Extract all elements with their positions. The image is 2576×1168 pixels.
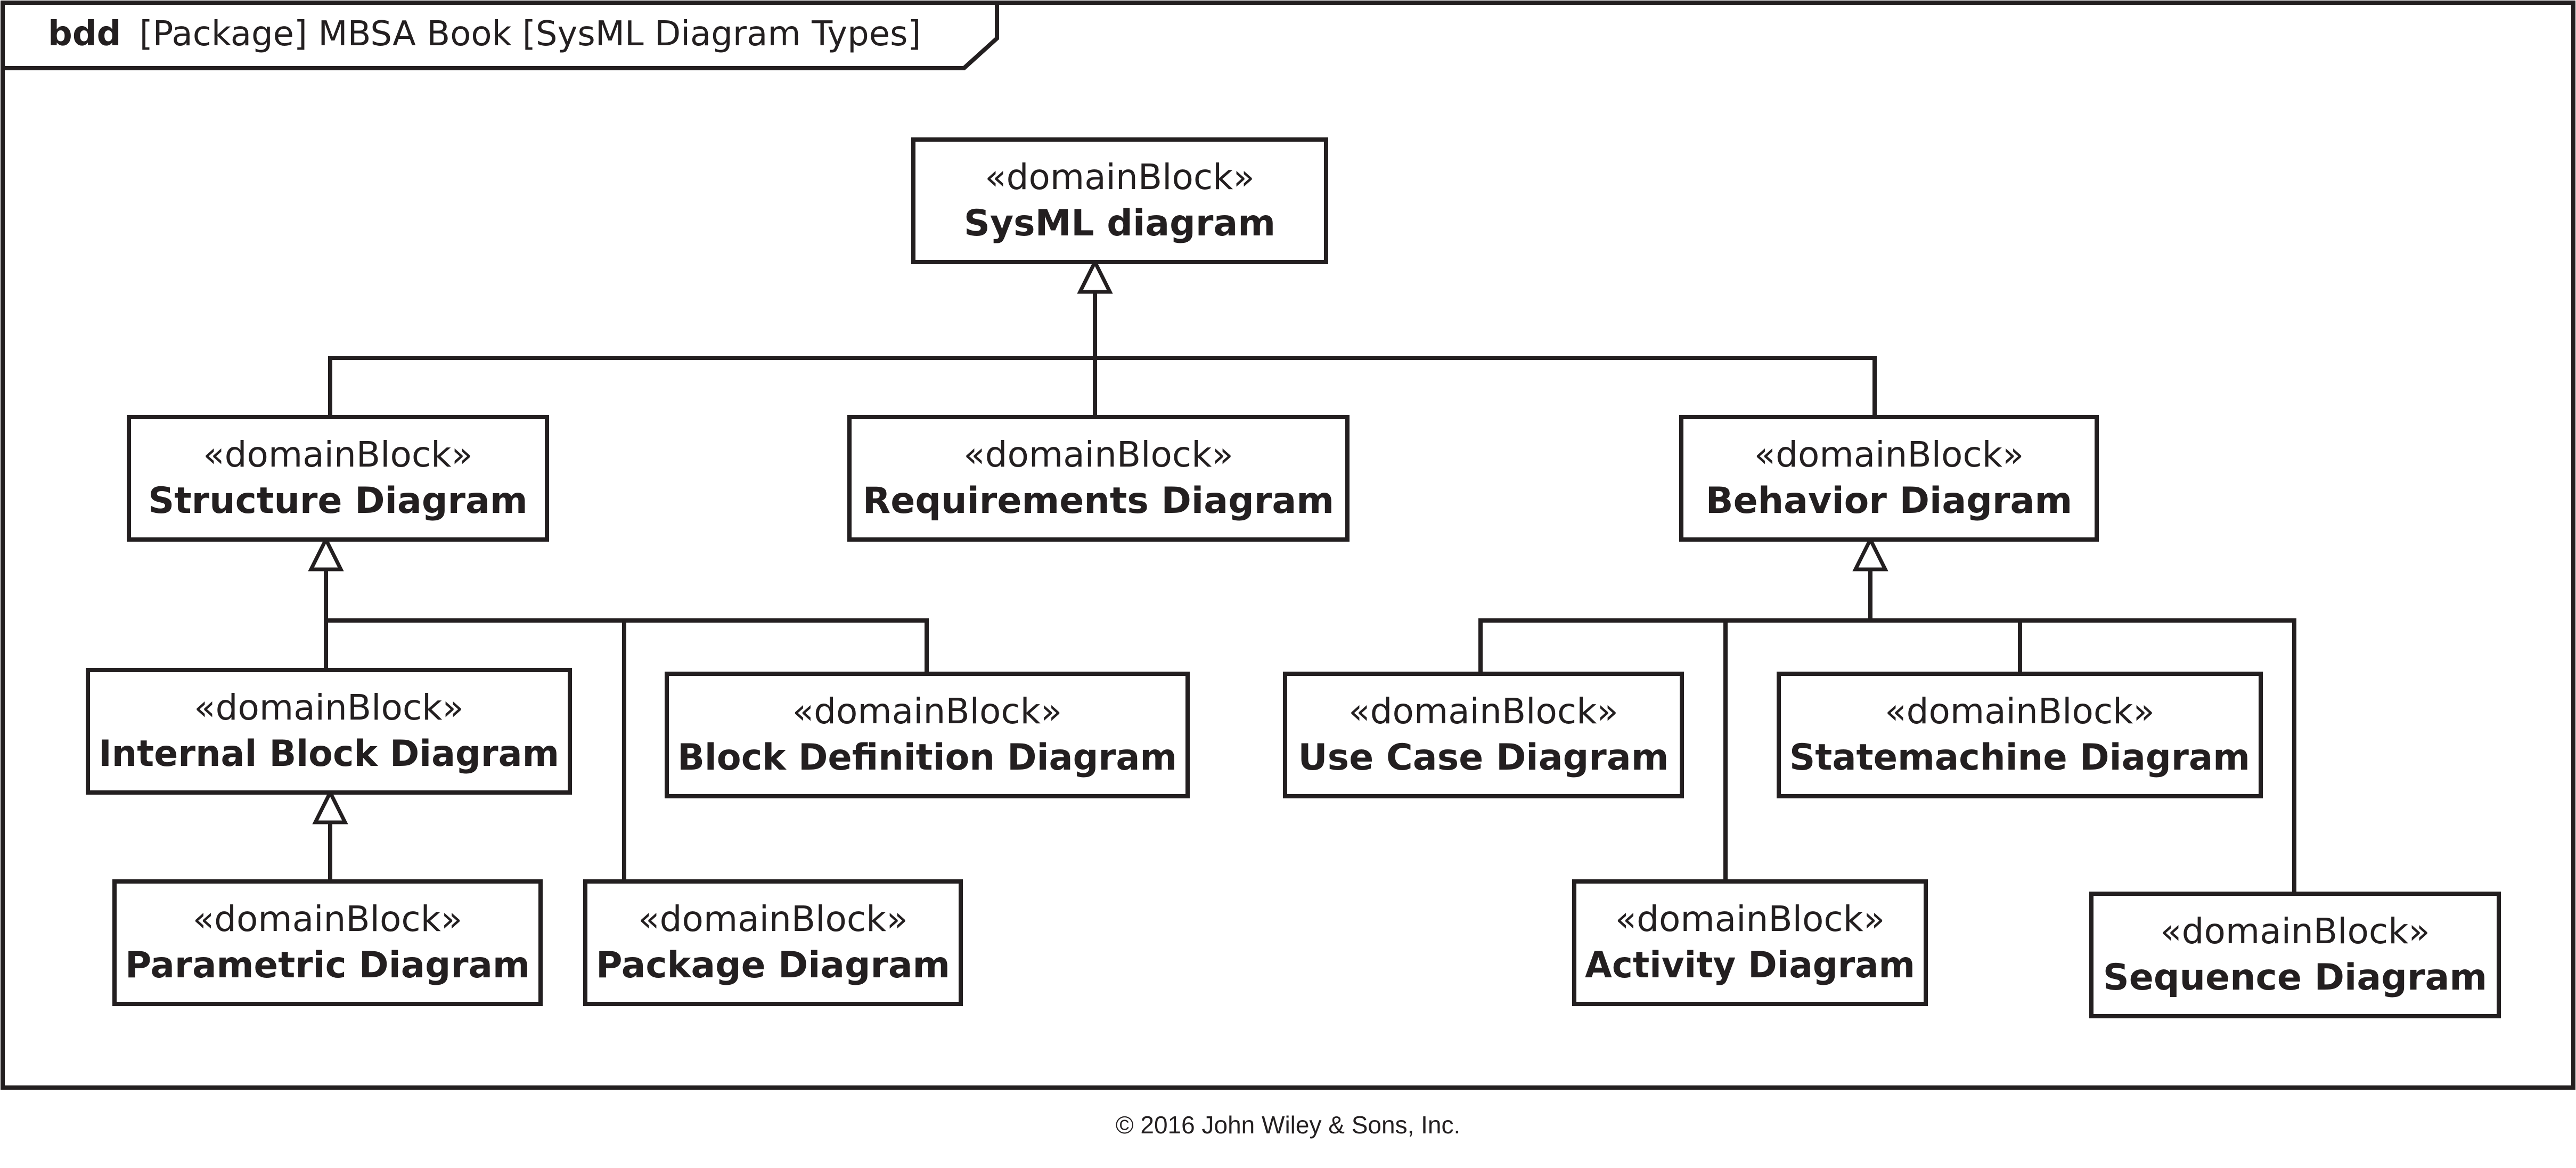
generalization-connectors — [308, 258, 2296, 893]
block-bdd[interactable]: «domainBlock» Block Definition Diagram — [665, 672, 1190, 798]
block-requirements[interactable]: «domainBlock» Requirements Diagram — [847, 415, 1350, 542]
block-name: Behavior Diagram — [1706, 480, 2072, 522]
block-sysml[interactable]: «domainBlock»SysML diagram — [911, 137, 1328, 264]
block-box — [665, 672, 1190, 798]
block-box — [1572, 879, 1928, 1006]
frame-header: bdd [Package] MBSA Book [SysML Diagram T… — [48, 14, 921, 54]
block-name: Internal Block Diagram — [99, 733, 559, 775]
block-box — [1777, 672, 2263, 798]
block-stereotype: «domainBlock» — [792, 691, 1062, 732]
block-box — [847, 415, 1350, 542]
blocks: «domainBlock»SysML diagram«domainBlock»S… — [86, 137, 2501, 1018]
block-box — [86, 668, 572, 795]
frame-kind: bdd — [48, 14, 121, 54]
block-name: Statemachine Diagram — [1789, 737, 2250, 779]
block-statemachine[interactable]: «domainBlock» Statemachine Diagram — [1777, 672, 2263, 798]
block-stereotype: «domainBlock» — [203, 434, 472, 475]
block-name: Sequence Diagram — [2103, 957, 2487, 999]
copyright-notice: © 2016 John Wiley & Sons, Inc. — [1115, 1111, 1461, 1139]
block-usecase[interactable]: «domainBlock» Use Case Diagram — [1283, 672, 1684, 798]
generalization-arrowhead — [1852, 535, 1888, 571]
block-name: Activity Diagram — [1585, 944, 1915, 986]
generalization-arrowhead — [1077, 258, 1113, 294]
generalization-arrowhead — [308, 535, 344, 571]
block-name: Structure Diagram — [148, 480, 528, 522]
block-stereotype: «domainBlock» — [638, 899, 907, 940]
block-stereotype: «domainBlock» — [194, 687, 463, 728]
block-name: Parametric Diagram — [125, 944, 530, 986]
block-name: SysML diagram — [964, 202, 1275, 244]
block-stereotype: «domainBlock» — [1615, 899, 1885, 940]
block-package[interactable]: «domainBlock»Package Diagram — [583, 879, 963, 1006]
block-box — [583, 879, 963, 1006]
frame-border — [1, 1, 2575, 1090]
block-ibd[interactable]: «domainBlock» Internal Block Diagram — [86, 668, 572, 795]
block-name: Use Case Diagram — [1298, 737, 1669, 779]
block-parametric[interactable]: «domainBlock»Parametric Diagram — [112, 879, 543, 1006]
block-box — [112, 879, 543, 1006]
block-structure[interactable]: «domainBlock» Structure Diagram — [127, 415, 549, 542]
block-name: Block Definition Diagram — [677, 737, 1177, 779]
generalization-arrowhead — [312, 788, 348, 824]
block-box — [1679, 415, 2099, 542]
block-box — [911, 137, 1328, 264]
block-box — [2089, 892, 2501, 1018]
block-stereotype: «domainBlock» — [963, 434, 1233, 475]
block-sequence[interactable]: «domainBlock» Sequence Diagram — [2089, 892, 2501, 1018]
block-stereotype: «domainBlock» — [193, 899, 462, 940]
block-stereotype: «domainBlock» — [1885, 691, 2154, 732]
block-stereotype: «domainBlock» — [985, 157, 1254, 198]
block-box — [1283, 672, 1684, 798]
frame-title: [Package] MBSA Book [SysML Diagram Types… — [140, 14, 921, 54]
block-activity[interactable]: «domainBlock»Activity Diagram — [1572, 879, 1928, 1006]
block-box — [127, 415, 549, 542]
frame-name-tab — [3, 3, 999, 70]
generalization-line — [324, 570, 929, 881]
block-stereotype: «domainBlock» — [1754, 434, 2024, 475]
block-stereotype: «domainBlock» — [2160, 911, 2430, 952]
generalization-line — [1478, 570, 2296, 893]
block-stereotype: «domainBlock» — [1348, 691, 1618, 732]
block-name: Requirements Diagram — [863, 480, 1334, 522]
block-behavior[interactable]: «domainBlock» Behavior Diagram — [1679, 415, 2099, 542]
generalization-line — [328, 292, 1877, 416]
block-name: Package Diagram — [596, 944, 950, 986]
diagram-frame: bdd [Package] MBSA Book [SysML Diagram T… — [1, 1, 2575, 1090]
